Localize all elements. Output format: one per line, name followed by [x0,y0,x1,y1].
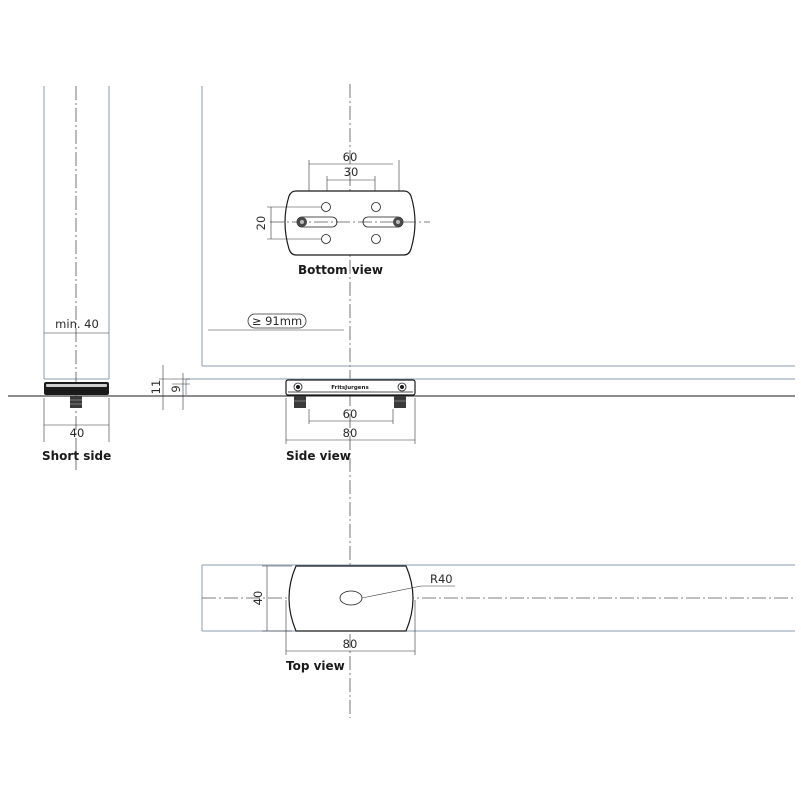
brand-logo-text: FritsJurgens [331,385,369,391]
top-view: R40 40 80 Top view [201,564,795,673]
bottom-dim-60-label: 60 [343,150,358,164]
short-side-pin [70,396,82,408]
bottom-hole-top-right [371,202,381,212]
short-side-caption: Short side [42,449,111,463]
side-inner-width-label: 60 [343,407,358,421]
clearance-note-badge [247,313,307,329]
radius-leader-line [361,585,422,599]
bottom-vertical-dim-label: 20 [254,216,268,231]
bottom-hole-bottom-right [371,234,381,244]
side-right-pin [394,396,406,408]
bottom-left-pin-center [300,220,304,224]
side-left-pin [294,396,306,408]
radius-label: R40 [430,572,453,586]
height-11-label: 11 [149,380,163,395]
height-9-label: 9 [169,385,183,392]
side-right-screw-core [400,385,404,389]
clearance-note-label: ≥ 91mm [252,314,302,328]
top-pivot-plate [288,565,414,632]
bottom-view: 60 30 20 Bottom view [254,150,430,277]
side-outer-width-label: 80 [343,426,358,440]
bottom-right-pin-center [396,220,400,224]
side-right-screw [397,382,407,392]
bottom-dim-30-label: 30 [344,165,359,179]
side-left-screw [293,382,303,392]
short-side-pivot-plate [44,382,109,395]
min-40-label: min. 40 [55,317,99,331]
top-vertical-dim-label: 40 [251,591,265,606]
side-left-screw-core [296,385,300,389]
bottom-view-caption: Bottom view [298,263,383,277]
short-side-width-label: 40 [70,426,85,440]
short-side-plate-highlight [46,384,107,387]
side-pivot-plate [285,379,416,396]
short-side-view: min. 40 40 Short side [42,86,111,470]
top-width-label: 80 [343,637,358,651]
side-view: ≥ 91mm 11 9 FritsJurgens 60 80 Side view [149,86,795,463]
top-view-caption: Top view [286,659,345,673]
side-view-caption: Side view [286,449,351,463]
